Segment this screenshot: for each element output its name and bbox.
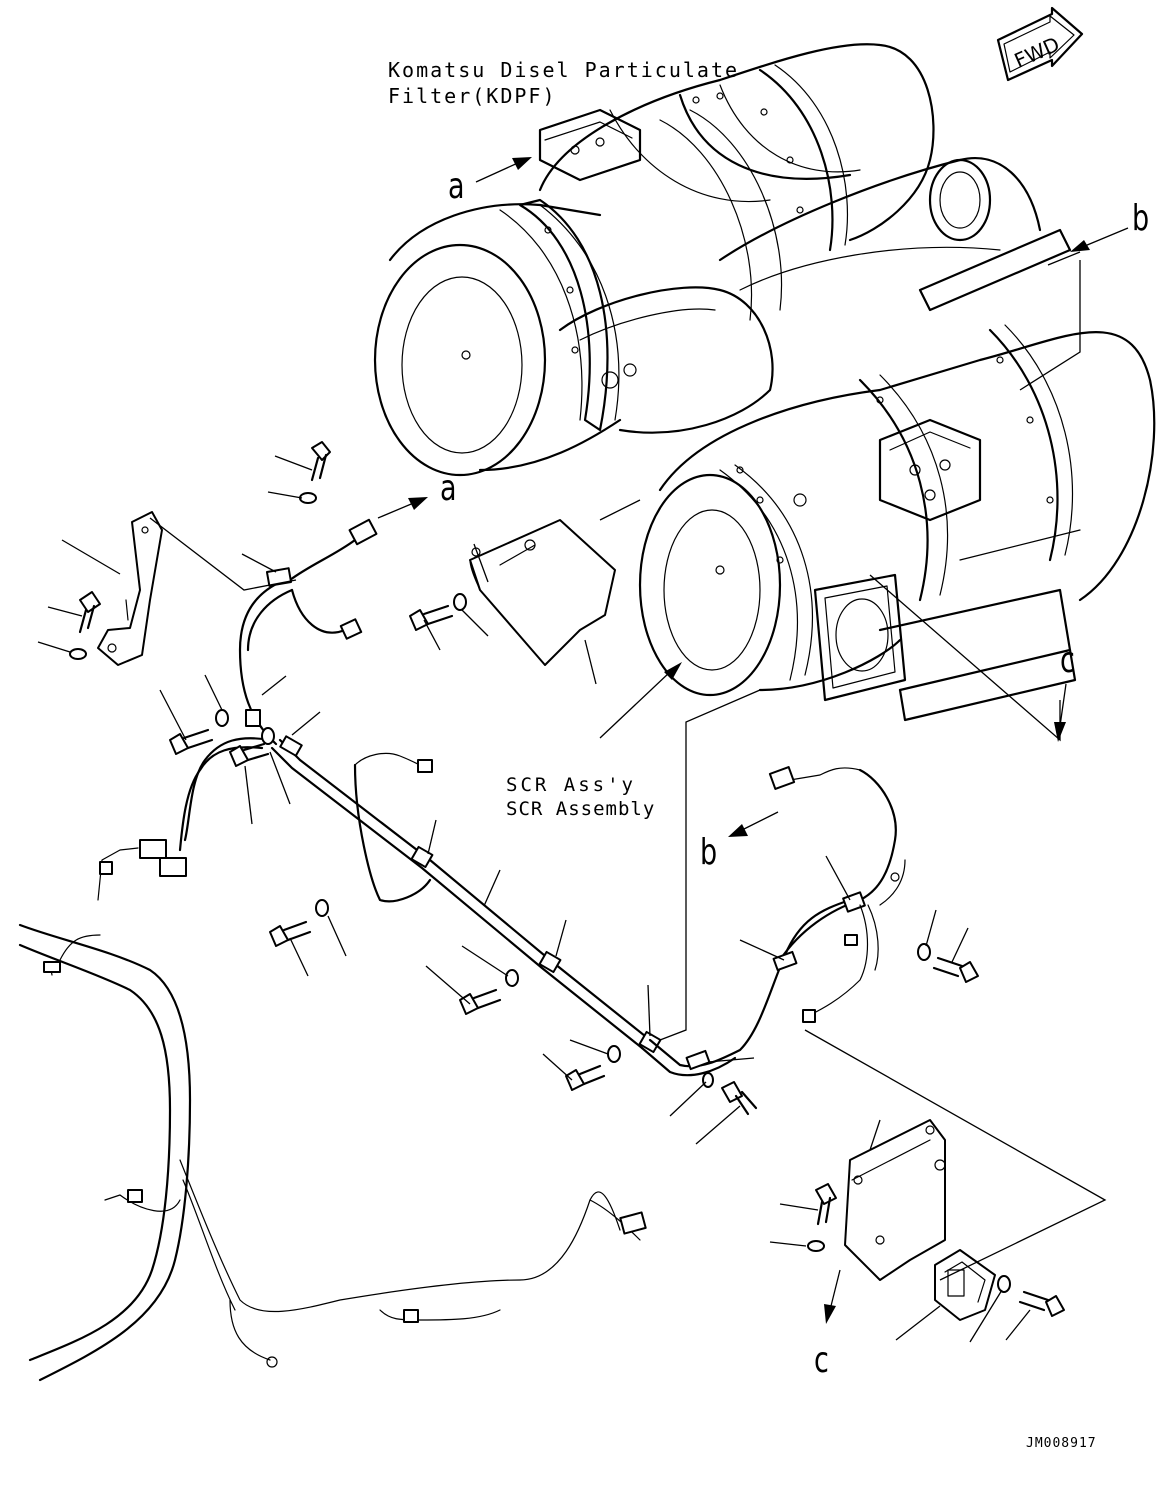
callout-a-top: a (448, 166, 465, 207)
scr-assembly (638, 228, 1156, 722)
kdpf-title-line2: Filter(KDPF) (388, 84, 557, 108)
callout-b-right: b (1132, 198, 1150, 239)
kdpf-assembly (373, 43, 1042, 477)
callout-a-mid: a (440, 468, 457, 509)
bolts-and-washers (69, 441, 1065, 1317)
callout-c-bottom: c (814, 1340, 829, 1381)
scr-label-line2: SCR Assembly (506, 798, 656, 820)
callout-c-right: c (1060, 640, 1075, 681)
callout-arrows (377, 157, 1129, 1324)
callout-b-left: b (700, 832, 718, 873)
drawing-code: JM008917 (1026, 1436, 1097, 1451)
scr-label-line1: SCR Ass'y (506, 774, 636, 796)
fwd-arrow-icon: FWD (996, 6, 1084, 82)
left-bracket (97, 511, 163, 666)
sensor-bracket (844, 1119, 996, 1321)
cover-plate (469, 519, 616, 666)
main-harness (18, 923, 647, 1382)
leader-lines (37, 251, 1107, 1343)
kdpf-title-line1: Komatsu Disel Particulate (388, 58, 740, 82)
